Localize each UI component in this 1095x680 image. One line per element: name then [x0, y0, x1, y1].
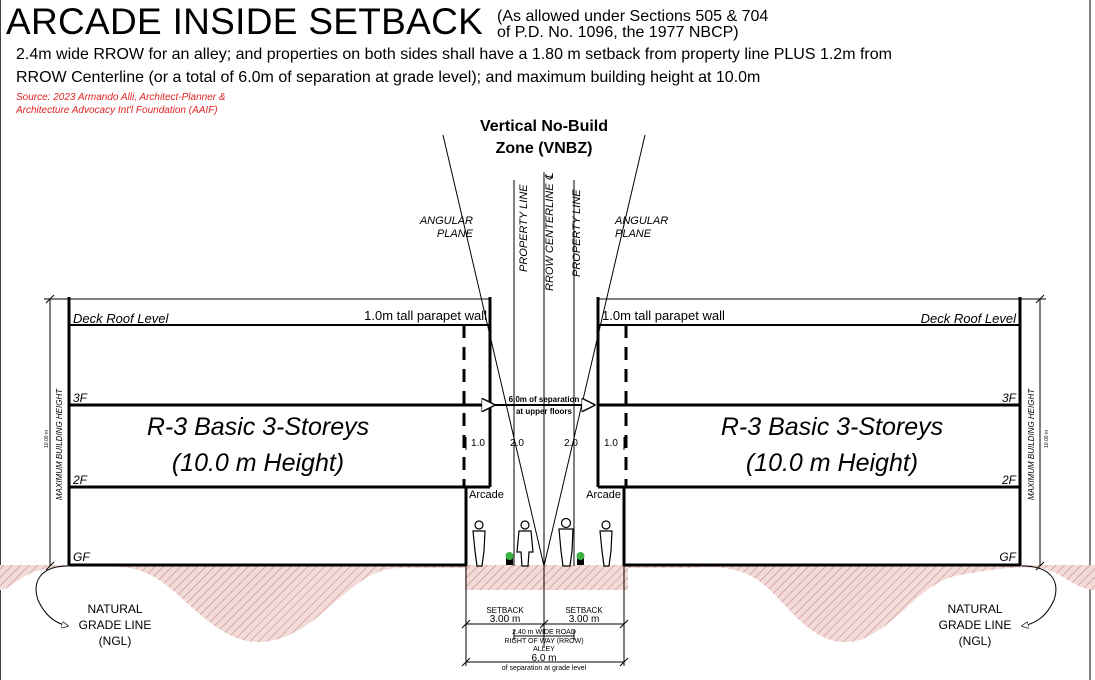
property-line-label-right: PROPERTY LINE — [571, 189, 583, 277]
floor-3f-label-left: 3F — [73, 391, 88, 405]
height-value-right: 10.00 m — [1044, 430, 1050, 448]
diagram-title: ARCADE INSIDE SETBACK — [6, 1, 484, 42]
right-building-name-line2: (10.0 m Height) — [746, 449, 918, 477]
left-building — [67, 297, 492, 567]
ngl-curve-right — [1022, 565, 1057, 626]
vnbz-label-line2: Zone (VNBZ) — [496, 140, 593, 157]
source-line2: Architecture Advocacy Int'l Foundation (… — [16, 105, 218, 116]
ngl-label-right-line3: (NGL) — [959, 634, 992, 648]
deck-roof-label-left: Deck Roof Level — [73, 311, 169, 326]
offset-inner-right: 1.0 — [604, 438, 618, 449]
ngl-label-left-line3: (NGL) — [99, 634, 132, 648]
left-building-name-line2: (10.0 m Height) — [172, 449, 344, 477]
ngl-label-right-line2: GRADE LINE — [939, 618, 1012, 632]
upper-separation-label-line1: 6.0m of separation — [509, 395, 580, 404]
source-line1: Source: 2023 Armando Alli, Architect-Pla… — [16, 92, 226, 103]
angular-plane-label-left-line2: PLANE — [437, 228, 474, 240]
pedestrian-figures — [472, 517, 613, 567]
pedestrian-icon — [558, 517, 574, 567]
max-height-label-left: MAXIMUM BUILDING HEIGHT — [55, 388, 64, 500]
floor-gf-label-right: GF — [999, 550, 1016, 564]
offset-ticks — [465, 437, 625, 450]
pedestrian-icon — [599, 520, 613, 567]
setback-value-right: 3.00 m — [569, 614, 600, 625]
deck-roof-label-right: Deck Roof Level — [921, 311, 1017, 326]
ngl-label-left-line2: GRADE LINE — [79, 618, 152, 632]
angular-plane-label-right-line1: ANGULAR — [614, 215, 668, 227]
right-building-name-line1: R-3 Basic 3-Storeys — [721, 413, 943, 441]
height-value-left: 10.00 m — [44, 430, 50, 448]
arcade-label-right: Arcade — [586, 489, 621, 501]
rrow-label-line3: ALLEY — [533, 646, 555, 653]
angular-plane-line-right — [543, 134, 646, 567]
planter-boxes — [505, 552, 585, 565]
upper-separation-label-line2: at upper floors — [516, 407, 573, 416]
plant-icon — [505, 552, 514, 560]
ngl-label-right-line1: NATURAL — [947, 602, 1002, 616]
vnbz-label-line1: Vertical No-Build — [480, 118, 608, 135]
angular-plane-label-left-line1: ANGULAR — [419, 215, 473, 227]
ngl-curve-left — [35, 565, 68, 626]
offset-outer-right: 2.0 — [564, 438, 578, 449]
floor-gf-label-left: GF — [73, 550, 90, 564]
floor-3f-label-right: 3F — [1002, 391, 1017, 405]
parapet-label-right: 1.0m tall parapet wall — [602, 308, 725, 323]
pedestrian-icon — [472, 520, 486, 567]
rrow-label-line1: 2.40 m WIDE ROAD — [512, 629, 576, 636]
offset-inner-left: 1.0 — [471, 438, 485, 449]
setback-label-right: SETBACK — [565, 606, 603, 615]
offset-outer-left: 2.0 — [510, 438, 524, 449]
total-separation-note: of separation at grade level — [502, 665, 587, 672]
setback-label-left: SETBACK — [486, 606, 524, 615]
angular-plane-label-right-line2: PLANE — [615, 228, 652, 240]
pedestrian-icon — [516, 520, 534, 567]
ngl-label-left-line1: NATURAL — [87, 602, 142, 616]
plant-icon — [576, 552, 585, 560]
max-height-label-right: MAXIMUM BUILDING HEIGHT — [1027, 388, 1036, 500]
parapet-label-left: 1.0m tall parapet wall — [364, 308, 487, 323]
arcade-label-left: Arcade — [469, 489, 504, 501]
floor-2f-label-right: 2F — [1001, 473, 1017, 487]
rrow-label-line2: RIGHT OF WAY (RROW) — [504, 638, 583, 645]
title-note-line2: of P.D. No. 1096, the 1977 NBCP) — [497, 24, 739, 41]
rrow-centerline-label: RROW CENTERLINE ℄ — [544, 172, 556, 291]
description-line1: 2.4m wide RROW for an alley; and propert… — [16, 46, 892, 63]
setback-value-left: 3.00 m — [490, 614, 521, 625]
floor-2f-label-left: 2F — [72, 473, 88, 487]
angular-plane-line-left — [442, 134, 545, 567]
left-building-name-line1: R-3 Basic 3-Storeys — [147, 413, 369, 441]
total-separation-value: 6.0 m — [531, 653, 556, 664]
description-line2: RROW Centerline (or a total of 6.0m of s… — [16, 69, 761, 86]
right-building — [596, 297, 1022, 567]
ground-hatch — [0, 565, 1095, 643]
property-line-label-left: PROPERTY LINE — [518, 184, 530, 272]
title-note-line1: (As allowed under Sections 505 & 704 — [497, 8, 769, 25]
